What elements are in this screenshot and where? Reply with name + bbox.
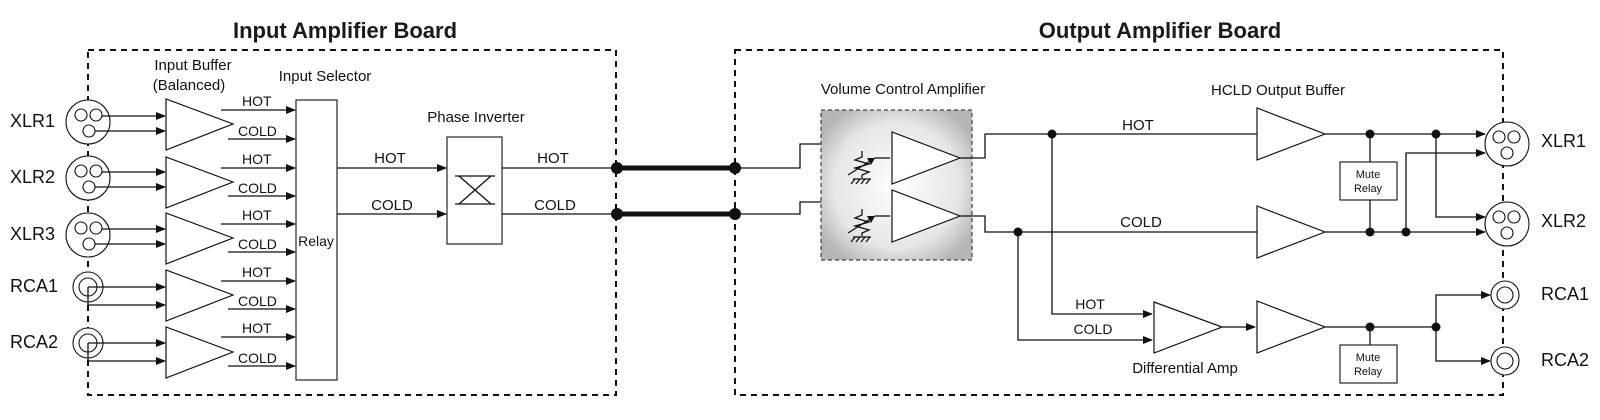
output-label-xlr1: XLR1: [1541, 131, 1586, 151]
output-label-rca1: RCA1: [1541, 284, 1589, 304]
volume-hot-output-wire: [960, 133, 1257, 159]
mute-relay-xlr-label-2: Relay: [1354, 183, 1383, 195]
input-selector-relay: [295, 99, 338, 381]
diff-amp-hot-wire: [1051, 134, 1153, 318]
phase-inverter-label: Phase Inverter: [427, 109, 525, 126]
cold-label-xlr1: COLD: [238, 123, 277, 139]
volume-control-amplifier: [820, 109, 973, 261]
phase-inverter-box: [446, 136, 503, 245]
inter-board-cables: [611, 162, 741, 220]
hcld-output-buffers: [1256, 107, 1327, 354]
input-selector-label: Input Selector: [279, 68, 372, 85]
xlr1-output-connector: [1484, 121, 1530, 167]
volume-cold-output-wire: [960, 215, 1257, 233]
rca2-output-connector: [1490, 346, 1520, 376]
cold-label-xlr2: COLD: [238, 180, 277, 196]
inverter-cold-label: COLD: [534, 197, 576, 214]
hot-label-rca2: HOT: [242, 320, 272, 336]
cold-label-rca2: COLD: [238, 350, 277, 366]
mute-relay-xlr: Mute Relay: [1339, 161, 1398, 201]
inverter-hot-label: HOT: [537, 150, 569, 167]
relay-label: Relay: [298, 233, 334, 249]
xlr1-input-connector: [65, 99, 111, 145]
cold-label-xlr3: COLD: [238, 236, 277, 252]
mute-relay-rca-label-1: Mute: [1356, 352, 1380, 364]
selector-cold-label: COLD: [371, 197, 413, 214]
hcld-output-wires: [1325, 129, 1491, 365]
diff-amp-cold-wire: [1017, 232, 1153, 344]
hot-label-xlr1: HOT: [242, 93, 272, 109]
volume-pot-cold: [847, 209, 890, 243]
input-label-rca2: RCA2: [10, 332, 58, 352]
hot-label-xlr3: HOT: [242, 207, 272, 223]
mute-relay-rca: Mute Relay: [1339, 344, 1398, 384]
input-buffer-amplifiers: [165, 98, 235, 379]
differential-amp-label: Differential Amp: [1132, 360, 1238, 377]
hot-label-xlr2: HOT: [242, 151, 272, 167]
volume-control-label: Volume Control Amplifier: [821, 81, 985, 98]
output-cold-label: COLD: [1120, 214, 1162, 231]
output-hot-label: HOT: [1122, 117, 1154, 134]
hot-label-rca1: HOT: [242, 264, 272, 280]
input-label-xlr2: XLR2: [10, 167, 55, 187]
input-buffer-sublabel: (Balanced): [153, 77, 226, 94]
input-connector-wires: [87, 112, 166, 365]
input-label-xlr1: XLR1: [10, 111, 55, 131]
output-label-rca2: RCA2: [1541, 350, 1589, 370]
volume-pot-hot: [847, 151, 890, 185]
input-board-title: Input Amplifier Board: [233, 18, 457, 43]
selector-hot-label: HOT: [374, 150, 406, 167]
diff-cold-label: COLD: [1074, 321, 1113, 337]
input-label-rca1: RCA1: [10, 276, 58, 296]
output-label-xlr2: XLR2: [1541, 211, 1586, 231]
mute-relay-xlr-label-1: Mute: [1356, 169, 1380, 181]
input-buffer-label: Input Buffer: [154, 57, 231, 74]
hcld-output-buffer-label: HCLD Output Buffer: [1211, 82, 1345, 99]
cold-label-rca1: COLD: [238, 293, 277, 309]
mute-relay-rca-label-2: Relay: [1354, 366, 1383, 378]
xlr3-input-connector: [65, 212, 111, 258]
xlr2-output-connector: [1484, 201, 1530, 247]
xlr2-input-connector: [65, 155, 111, 201]
differential-amp: [1153, 301, 1224, 354]
diff-hot-label: HOT: [1075, 296, 1105, 312]
buffer-output-wires: [221, 106, 296, 370]
rca1-output-connector: [1490, 280, 1520, 310]
input-label-xlr3: XLR3: [10, 224, 55, 244]
output-board-title: Output Amplifier Board: [1039, 18, 1281, 43]
